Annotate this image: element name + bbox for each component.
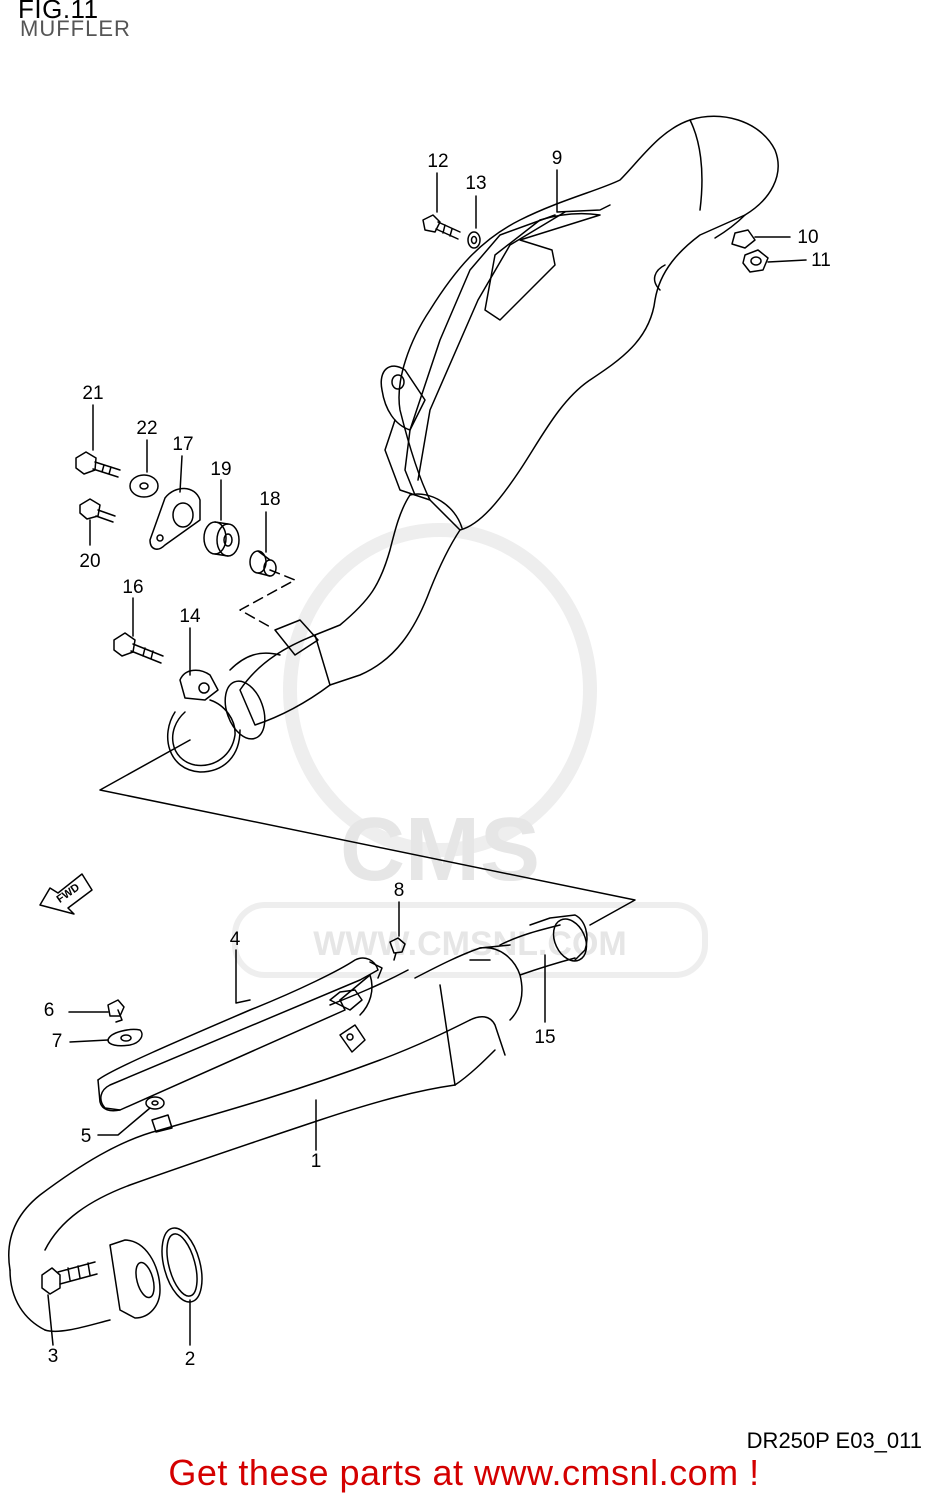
part-number-4: 4	[230, 929, 241, 950]
fwd-label: FWD	[55, 881, 82, 905]
part-number-11: 11	[811, 250, 831, 271]
part-number-19: 19	[210, 459, 231, 480]
leader-lines	[47, 169, 807, 1346]
promo-link[interactable]: Get these parts at www.cmsnl.com !	[168, 1452, 760, 1493]
part-number-15: 15	[534, 1027, 555, 1048]
bracket-clip	[151, 1114, 173, 1133]
part-number-14: 14	[179, 606, 201, 627]
part-number-1: 1	[311, 1151, 322, 1172]
part-number-16: 16	[122, 577, 143, 598]
part-number-5: 5	[81, 1126, 92, 1147]
diagram-code: DR250P E03_011	[746, 1428, 922, 1453]
bolt-21	[75, 451, 121, 478]
part-number-labels: 1 2 3 4 5 6 7 8 9 10 11 12 13 14 15 16 1…	[44, 148, 831, 1370]
part-number-13: 13	[465, 173, 486, 194]
flange-joint	[109, 1239, 161, 1319]
leader-dashed-18	[239, 569, 296, 629]
watermark: CMS WWW.CMSNL.COM	[232, 523, 708, 978]
washer-13	[467, 231, 481, 249]
part-number-17: 17	[172, 434, 193, 455]
fwd-arrow-icon	[39, 873, 93, 915]
part-number-21: 21	[82, 383, 103, 404]
collar-18	[249, 550, 277, 577]
part-number-12: 12	[427, 151, 448, 172]
watermark-logo-text: CMS	[340, 800, 540, 900]
exhaust-pipe-1	[8, 914, 588, 1333]
part-number-9: 9	[552, 148, 563, 169]
muffler-body	[380, 115, 779, 531]
watermark-url-text: WWW.CMSNL.COM	[313, 925, 627, 963]
nut-11	[742, 249, 769, 273]
part-number-22: 22	[136, 418, 157, 439]
bracket-17	[149, 487, 201, 550]
mount-tab	[339, 1024, 366, 1053]
figure-subtitle: MUFFLER	[20, 16, 131, 41]
bolt-20	[79, 498, 116, 523]
gasket-2	[161, 1227, 203, 1303]
washer-22	[129, 474, 159, 498]
rubber-grommet-10	[731, 229, 756, 249]
part-number-7: 7	[52, 1031, 63, 1052]
part-number-3: 3	[48, 1346, 59, 1367]
part-number-6: 6	[44, 1000, 55, 1021]
figure-title: FIG.11	[18, 0, 99, 24]
part-number-10: 10	[797, 227, 818, 248]
muffler-inlet-pipe	[224, 493, 463, 740]
part-number-18: 18	[259, 489, 280, 510]
bolt-12	[422, 214, 461, 240]
washer-5	[145, 1096, 165, 1110]
assembly-leader	[99, 739, 636, 926]
screw-8	[389, 937, 406, 961]
rubber-damper-19	[203, 521, 240, 557]
part-number-2: 2	[185, 1349, 196, 1370]
bolt-16	[113, 632, 164, 664]
clamp-14	[166, 669, 241, 773]
washer-7	[107, 1028, 143, 1047]
bolt-3	[41, 1261, 98, 1295]
part-number-20: 20	[79, 551, 100, 572]
heat-protector-4	[97, 957, 383, 1112]
part-number-8: 8	[394, 880, 405, 901]
bolt-6	[107, 999, 125, 1023]
